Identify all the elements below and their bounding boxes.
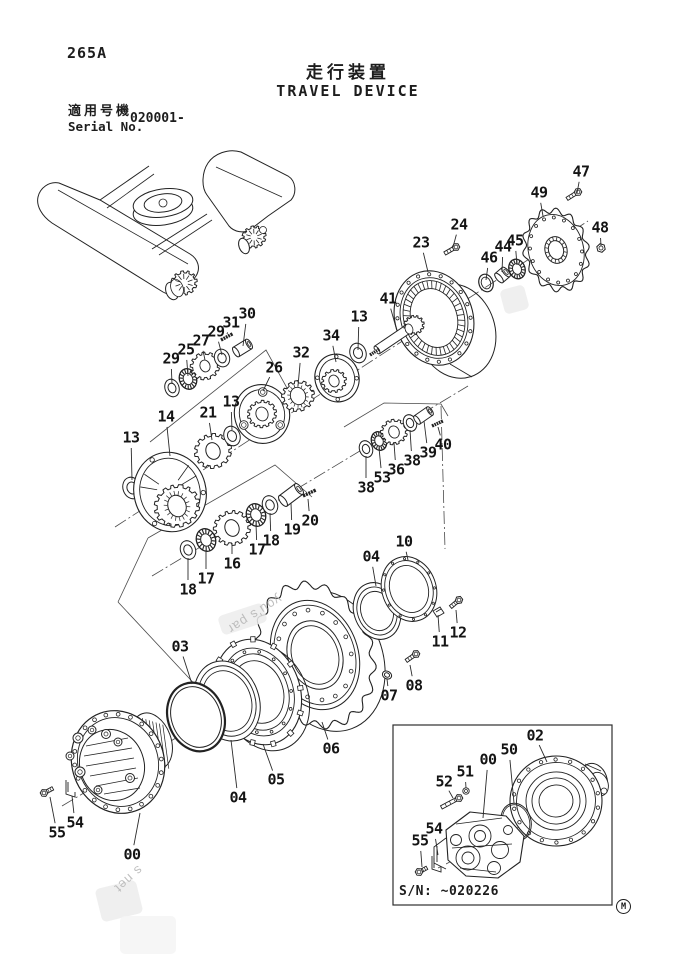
part-callout-47: 47 <box>572 162 590 181</box>
part-callout-08: 08 <box>405 676 423 695</box>
part-callout-48: 48 <box>591 218 609 237</box>
part-callout-41: 41 <box>379 289 397 308</box>
part-callout-27: 27 <box>192 331 210 350</box>
part-callout-07: 07 <box>380 686 398 705</box>
part-callout-00: 00 <box>123 845 141 864</box>
page-title-japanese: 走行装置 <box>306 63 390 82</box>
part-callout-36: 36 <box>387 460 405 479</box>
part-callout-20: 20 <box>301 511 319 530</box>
part-callout-12: 12 <box>449 623 467 642</box>
part-callout-02: 02 <box>526 726 544 745</box>
part-callout-23: 23 <box>412 233 430 252</box>
part-callout-32: 32 <box>292 343 310 362</box>
part-callout-13: 13 <box>122 428 140 447</box>
part-callout-40: 40 <box>434 435 452 454</box>
page-code: 265A <box>67 44 108 62</box>
part-callout-10: 10 <box>395 532 413 551</box>
inset-serial-note: S/N: ~020226 <box>399 884 499 899</box>
part-callout-04: 04 <box>362 547 380 566</box>
part-callout-52: 52 <box>435 772 453 791</box>
part-callout-34: 34 <box>322 326 340 345</box>
part-callout-13: 13 <box>350 307 368 326</box>
serial-label-english: Serial No. <box>68 119 144 134</box>
part-callout-06: 06 <box>322 739 340 758</box>
part-callout-38: 38 <box>403 451 421 470</box>
part-callout-54: 54 <box>425 819 443 838</box>
part-callout-30: 30 <box>238 304 256 323</box>
part-callout-26: 26 <box>265 358 283 377</box>
part-callout-29: 29 <box>162 349 180 368</box>
part-callout-04: 04 <box>229 788 247 807</box>
part-callout-21: 21 <box>199 403 217 422</box>
serial-value: 020001- <box>130 111 185 126</box>
part-callout-25: 25 <box>177 340 195 359</box>
part-callout-16: 16 <box>223 554 241 573</box>
part-callout-03: 03 <box>171 637 189 656</box>
part-callout-50: 50 <box>500 740 518 759</box>
part-callout-51: 51 <box>456 762 474 781</box>
part-callout-46: 46 <box>480 248 498 267</box>
part-callout-55: 55 <box>411 831 429 850</box>
part-callout-17: 17 <box>248 540 266 559</box>
part-callout-19: 19 <box>283 520 301 539</box>
part-callout-38: 38 <box>357 478 375 497</box>
part-callout-18: 18 <box>262 531 280 550</box>
part-callout-29: 29 <box>207 322 225 341</box>
part-callout-18: 18 <box>179 580 197 599</box>
part-callout-13: 13 <box>222 392 240 411</box>
revision-mark-badge: M <box>616 899 631 914</box>
part-callout-44: 44 <box>494 237 512 256</box>
part-callout-53: 53 <box>373 468 391 487</box>
serial-label-japanese: 適用号機 <box>68 103 133 118</box>
part-callout-17: 17 <box>197 569 215 588</box>
page-title-english: TRAVEL DEVICE <box>276 82 420 100</box>
part-callout-39: 39 <box>419 443 437 462</box>
part-callout-49: 49 <box>530 183 548 202</box>
part-callout-45: 45 <box>506 231 524 250</box>
part-callout-14: 14 <box>157 407 175 426</box>
part-callout-54: 54 <box>66 813 84 832</box>
part-callout-31: 31 <box>222 313 240 332</box>
part-callout-11: 11 <box>431 632 449 651</box>
part-callout-24: 24 <box>450 215 468 234</box>
part-callout-00: 00 <box>479 750 497 769</box>
part-callout-55: 55 <box>48 823 66 842</box>
watermark-blur-patch <box>120 916 176 954</box>
part-callout-05: 05 <box>267 770 285 789</box>
